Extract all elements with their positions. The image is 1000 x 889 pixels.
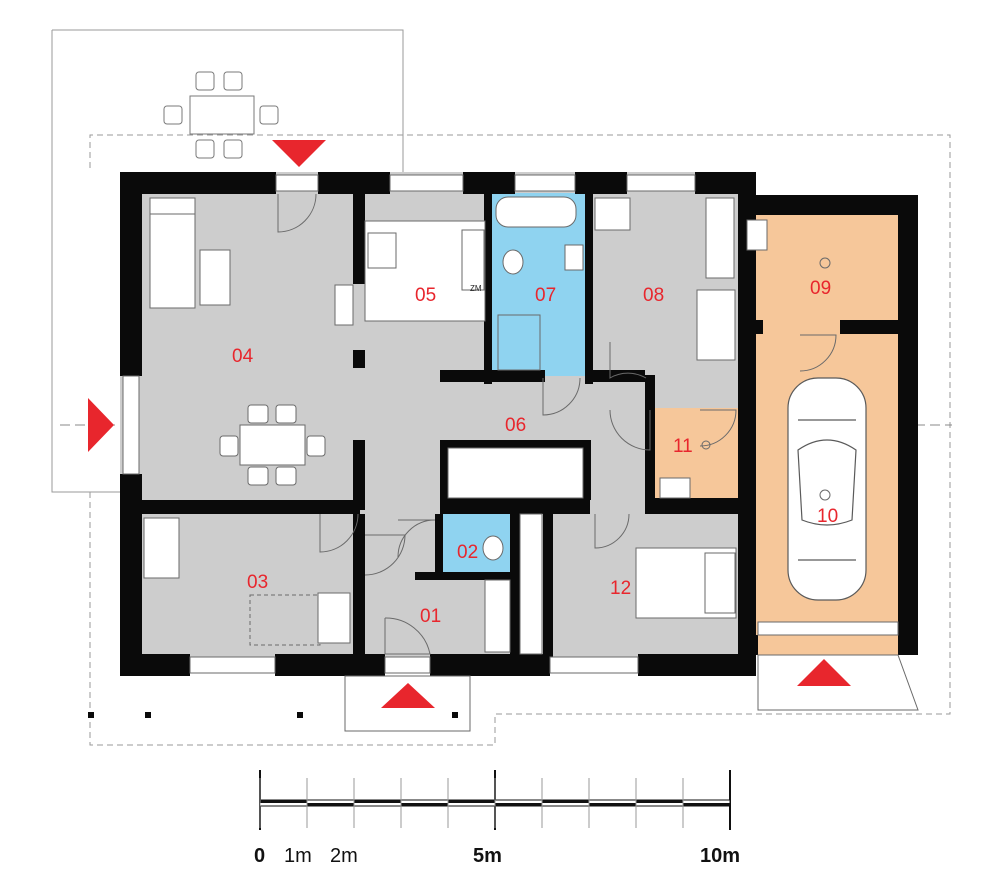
scale-label-10m: 10m	[700, 845, 740, 867]
scale-bar-segment	[307, 803, 354, 806]
room-label-01: 01	[420, 606, 441, 627]
room-label-09: 09	[810, 278, 831, 299]
doors	[277, 193, 837, 655]
scale-bar-segment	[495, 803, 542, 806]
windows	[122, 174, 899, 674]
scale-bar-segment	[636, 800, 683, 803]
scale-bar-segment	[448, 800, 495, 803]
room-label-05: 05	[415, 285, 436, 306]
scale-label-0: 0	[254, 845, 265, 867]
room-label-07: 07	[535, 285, 556, 306]
scale-label-5m: 5m	[473, 845, 502, 867]
room-label-08: 08	[643, 285, 664, 306]
ceiling-light-icon	[701, 257, 831, 501]
room-label-06: 06	[505, 415, 526, 436]
room-labels: 05 07 08 09 04 06 11 10 02 03 12 01	[232, 278, 838, 627]
walls	[120, 172, 918, 676]
room-label-03: 03	[247, 572, 268, 593]
scale-bar-segment	[589, 803, 636, 806]
scale-label-1m: 1m	[284, 845, 312, 867]
outdoor-dining-set	[163, 71, 279, 159]
scale-bar-segment	[401, 803, 448, 806]
room-label-12: 12	[610, 578, 631, 599]
scale-bar-segment	[542, 800, 589, 803]
room-label-11: 11	[673, 436, 693, 457]
room-label-10: 10	[817, 506, 838, 527]
car-icon	[787, 377, 867, 601]
scale-bar: 0 1m 2m 5m 10m	[254, 770, 740, 867]
scale-label-2m: 2m	[330, 845, 358, 867]
room-label-02: 02	[457, 542, 478, 563]
furniture	[143, 196, 919, 732]
scale-bar-segment	[354, 800, 401, 803]
room-label-04: 04	[232, 346, 254, 367]
plot-boundary	[89, 134, 951, 746]
terrace-outline	[51, 29, 404, 493]
boundary-markers	[88, 712, 458, 718]
scale-bar-segment	[683, 803, 730, 806]
entrance-arrow-icon	[88, 140, 851, 708]
kitchen-zm-label: ZM	[470, 284, 482, 293]
scale-bar-segment	[260, 800, 307, 803]
